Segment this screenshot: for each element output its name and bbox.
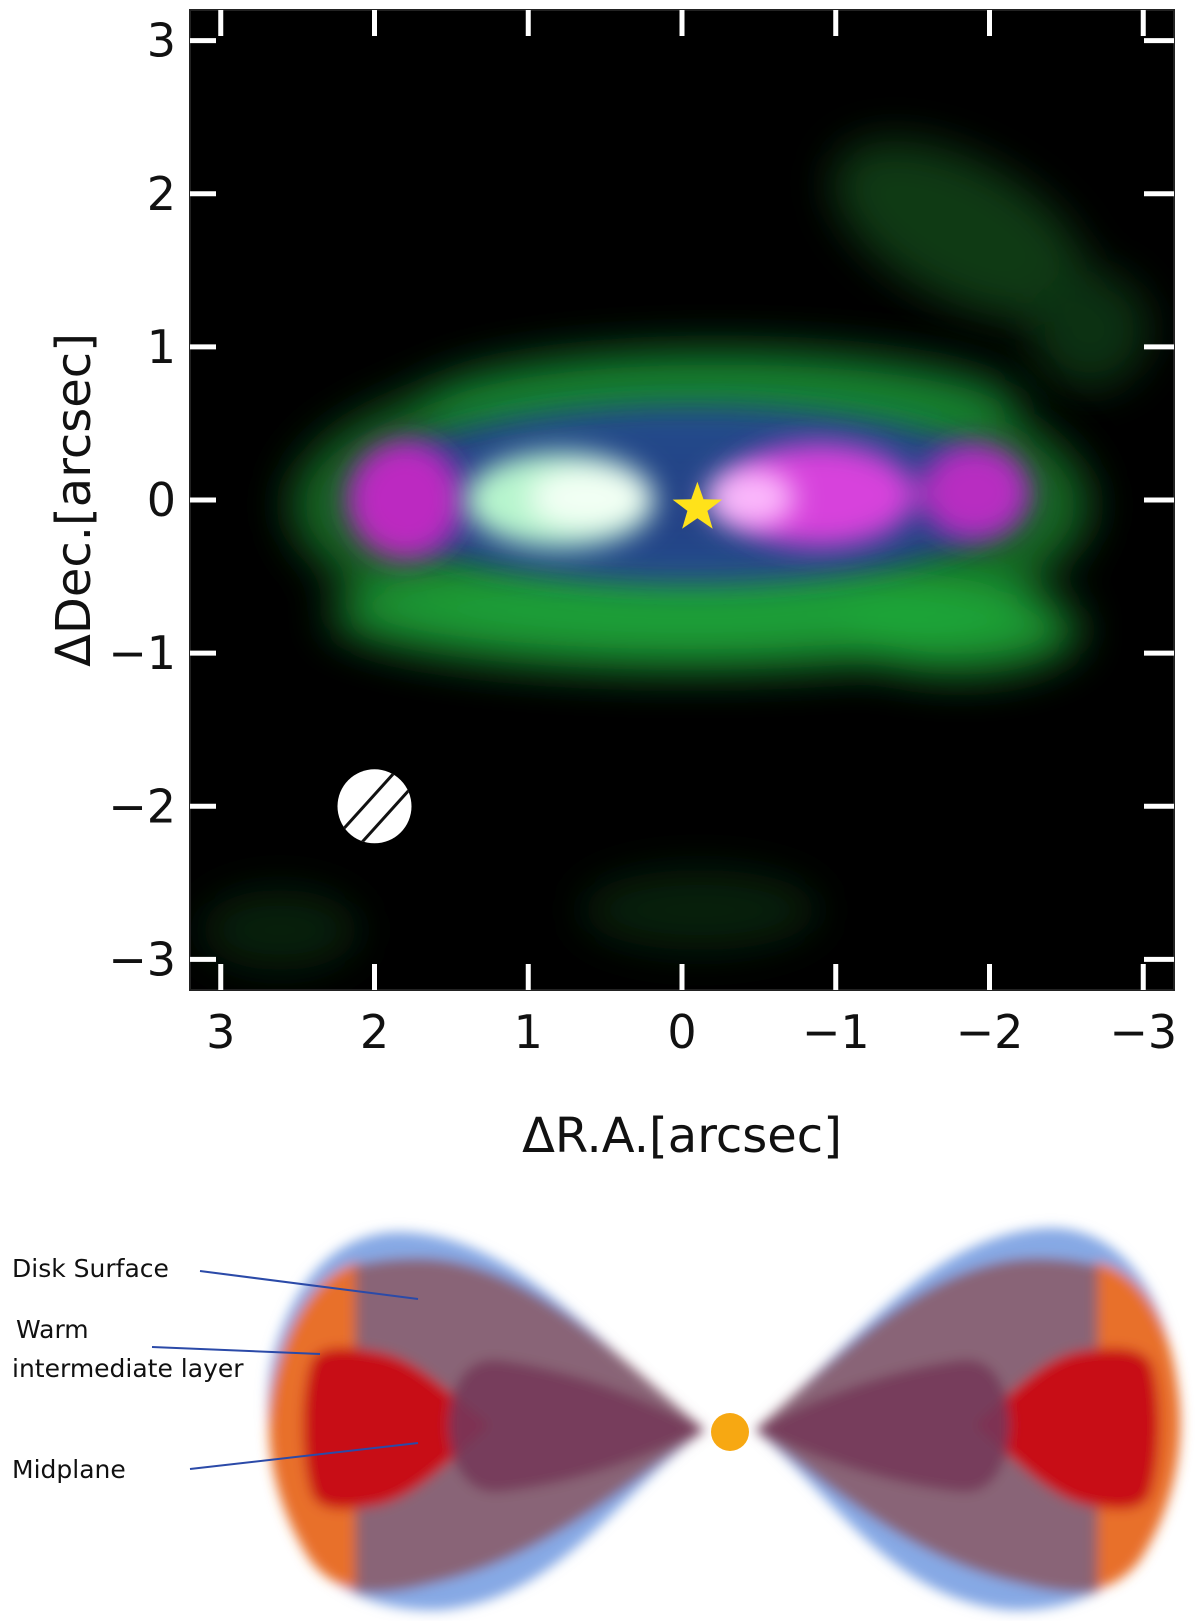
warm-layer-leader <box>151 1346 321 1355</box>
x-tick-label: −2 <box>956 1005 1024 1059</box>
midplane-leader <box>189 1442 419 1470</box>
midplane-label: Midplane <box>12 1455 126 1484</box>
x-tick-label: −3 <box>1109 1005 1177 1059</box>
warm-layer-label: Warm intermediate layer <box>12 1315 244 1383</box>
y-axis-label: ΔDec.[arcsec] <box>46 333 102 667</box>
disk-surface-label: Disk Surface <box>12 1254 169 1283</box>
left-inner-wedge <box>448 1359 705 1493</box>
central-star <box>711 1413 749 1451</box>
right-midplane <box>975 1347 1160 1510</box>
beam-ellipse <box>337 769 412 844</box>
left-midplane <box>303 1347 490 1510</box>
y-tick-label: 0 <box>147 473 176 527</box>
axis-ticks <box>190 10 1174 990</box>
emission-map: 3 2 1 0 −1 −2 −3 3 2 1 0 −1 −2 −3 ΔR.A.[arcsec] ΔDec.… <box>46 9 1177 1164</box>
disk-schematic: Disk Surface Warm intermediate layer Mid… <box>12 1228 1181 1611</box>
left-disk-lobe <box>267 1232 705 1611</box>
right-inner-wedge <box>755 1359 1010 1493</box>
y-tick-label: −1 <box>108 626 176 680</box>
x-tick-label: −1 <box>802 1005 870 1059</box>
x-tick-label: 2 <box>360 1005 389 1059</box>
bright-core <box>465 452 795 548</box>
right-disk-lobe <box>755 1228 1181 1611</box>
y-tick-label: −3 <box>108 932 176 986</box>
x-axis-label: ΔR.A.[arcsec] <box>522 1108 842 1164</box>
x-tick-label: 0 <box>667 1005 696 1059</box>
y-tick-label: 3 <box>147 14 176 68</box>
faint-green-emission <box>200 139 1150 970</box>
y-tick-label: 2 <box>147 167 176 221</box>
y-tick-label: 1 <box>147 320 176 374</box>
x-tick-label: 3 <box>206 1005 235 1059</box>
star-marker <box>672 481 723 529</box>
axis-tick-labels: 3 2 1 0 −1 −2 −3 3 2 1 0 −1 −2 −3 <box>108 14 1177 1059</box>
disk-surface-leader <box>199 1270 419 1300</box>
y-tick-label: −2 <box>108 779 176 833</box>
x-tick-label: 1 <box>514 1005 543 1059</box>
